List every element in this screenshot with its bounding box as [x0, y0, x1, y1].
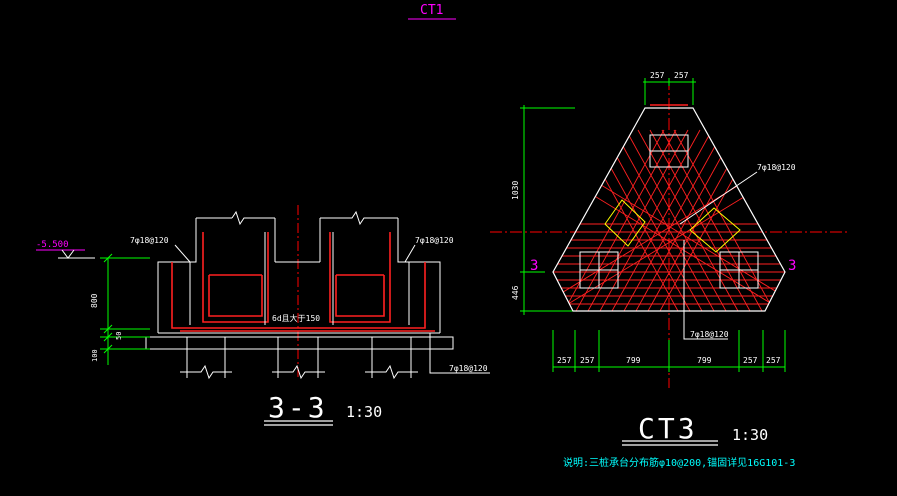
plan-title: CT3	[638, 412, 698, 445]
cap-outline	[552, 107, 786, 312]
section-dims	[100, 253, 150, 365]
plan-bottom-dims	[552, 330, 786, 372]
plan-scale: 1:30	[732, 426, 768, 444]
left-column-outline	[157, 218, 197, 333]
cut-mark-left: 3	[530, 258, 538, 274]
plan-ct3: 257 257 1030 446	[490, 71, 850, 469]
plan-rebar-label-bottom: 7φ18@120	[690, 330, 729, 339]
dim-bottom-6: 257	[766, 356, 781, 365]
cushion-layer	[145, 336, 454, 350]
right-break-mark	[320, 210, 398, 226]
plan-top-dims	[643, 78, 696, 105]
plan-left-dims	[520, 105, 575, 315]
dim-bottom-3: 799	[626, 356, 641, 365]
anchor-note: 6d且大于150	[272, 313, 320, 323]
right-column-outline	[397, 218, 441, 333]
section-title: 3-3	[268, 391, 328, 424]
rebar-leader-bottom	[429, 333, 490, 374]
rebar-label-right: 7φ18@120	[415, 236, 454, 245]
dim-bottom-1: 257	[557, 356, 572, 365]
plan-note: 说明:三桩承台分布筋φ10@200,锚固详见16G101-3	[563, 456, 795, 469]
dim-vertical-upper: 1030	[511, 181, 520, 200]
ct1-label-group: CT1	[408, 3, 456, 20]
elevation-triangle	[61, 249, 75, 259]
rebar-leader-left	[174, 244, 191, 263]
plan-column-marks	[604, 199, 741, 253]
section-rebar-white	[189, 232, 410, 325]
section-scale: 1:30	[346, 403, 382, 421]
rebar-label-left: 7φ18@120	[130, 236, 169, 245]
dim-vertical-lower: 446	[511, 285, 520, 300]
dim-bottom-5: 257	[743, 356, 758, 365]
rebar-leader-right	[404, 244, 416, 263]
section-rebar	[171, 232, 435, 332]
plan-rebar-leader-bottom	[683, 240, 728, 340]
plan-piles	[579, 134, 759, 289]
piles	[180, 337, 418, 380]
plan-rebar-label-top: 7φ18@120	[757, 163, 796, 172]
plan-rebar-leader-top	[679, 171, 758, 225]
dim-height: 800	[90, 293, 99, 308]
dim-bottom-2: 257	[580, 356, 595, 365]
dim-top-left: 257	[650, 71, 665, 80]
dim-cushion: 100	[91, 349, 99, 362]
dim-cover: 50	[115, 332, 123, 340]
dim-bottom-4: 799	[697, 356, 712, 365]
rebar-label-bottom: 7φ18@120	[449, 364, 488, 373]
plan-rebar-mesh	[553, 129, 785, 311]
elevation-label: -5.500	[36, 240, 69, 250]
left-break-mark	[231, 210, 275, 226]
ct1-label: CT1	[420, 3, 443, 18]
dim-top-right: 257	[674, 71, 689, 80]
section-3-3: -5.500	[36, 205, 490, 426]
cut-mark-right: 3	[788, 258, 796, 274]
